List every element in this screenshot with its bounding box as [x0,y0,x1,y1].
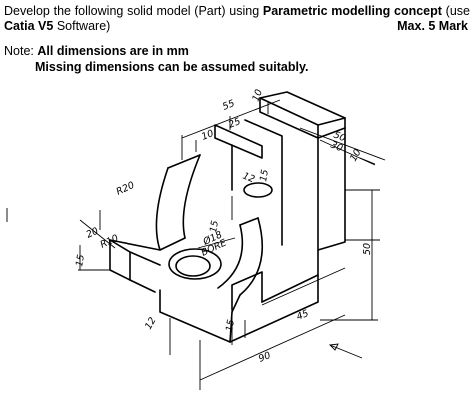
left-curved-block [109,154,201,293]
dim-15c: 15 [208,220,221,234]
question-line: Develop the following solid model (Part)… [4,4,470,18]
base-block [159,248,319,343]
dim-15b: 15 [74,254,87,268]
max-marks: Max. 5 Mark [397,19,468,33]
right-curved-block [217,217,264,296]
dim-25: 25 [227,116,242,131]
software-line: Catia V5 Software)Max. 5 Mark [4,19,468,33]
back-wall [244,91,346,251]
dim-15d: 15 [224,319,237,333]
dim-45: 45 [295,308,310,323]
dimension-lines [78,99,386,390]
dim-20: 20 [85,226,101,241]
isometric-part-drawing: 55 10 10 25 50 30 10 12 15 R20 20 R10 15… [6,88,386,390]
dim-55: 55 [221,98,236,113]
dim-10b: 10 [200,128,215,143]
dim-10c: 10 [348,148,364,164]
dim-12: 12 [241,171,256,186]
note-line-2: Missing dimensions can be assumed suitab… [35,60,309,74]
dim-50-top: 50 [332,130,347,145]
dim-10a: 10 [250,88,264,103]
slot-opening [214,124,273,198]
note-line: Note: All dimensions are in mm [4,44,189,58]
dim-15a: 15 [258,169,271,183]
dim-r20: R20 [115,180,137,198]
dim-12b: 12 [143,316,159,332]
dim-30: 30 [329,140,344,155]
dim-90: 90 [257,350,272,365]
dim-50-side: 50 [362,243,373,255]
